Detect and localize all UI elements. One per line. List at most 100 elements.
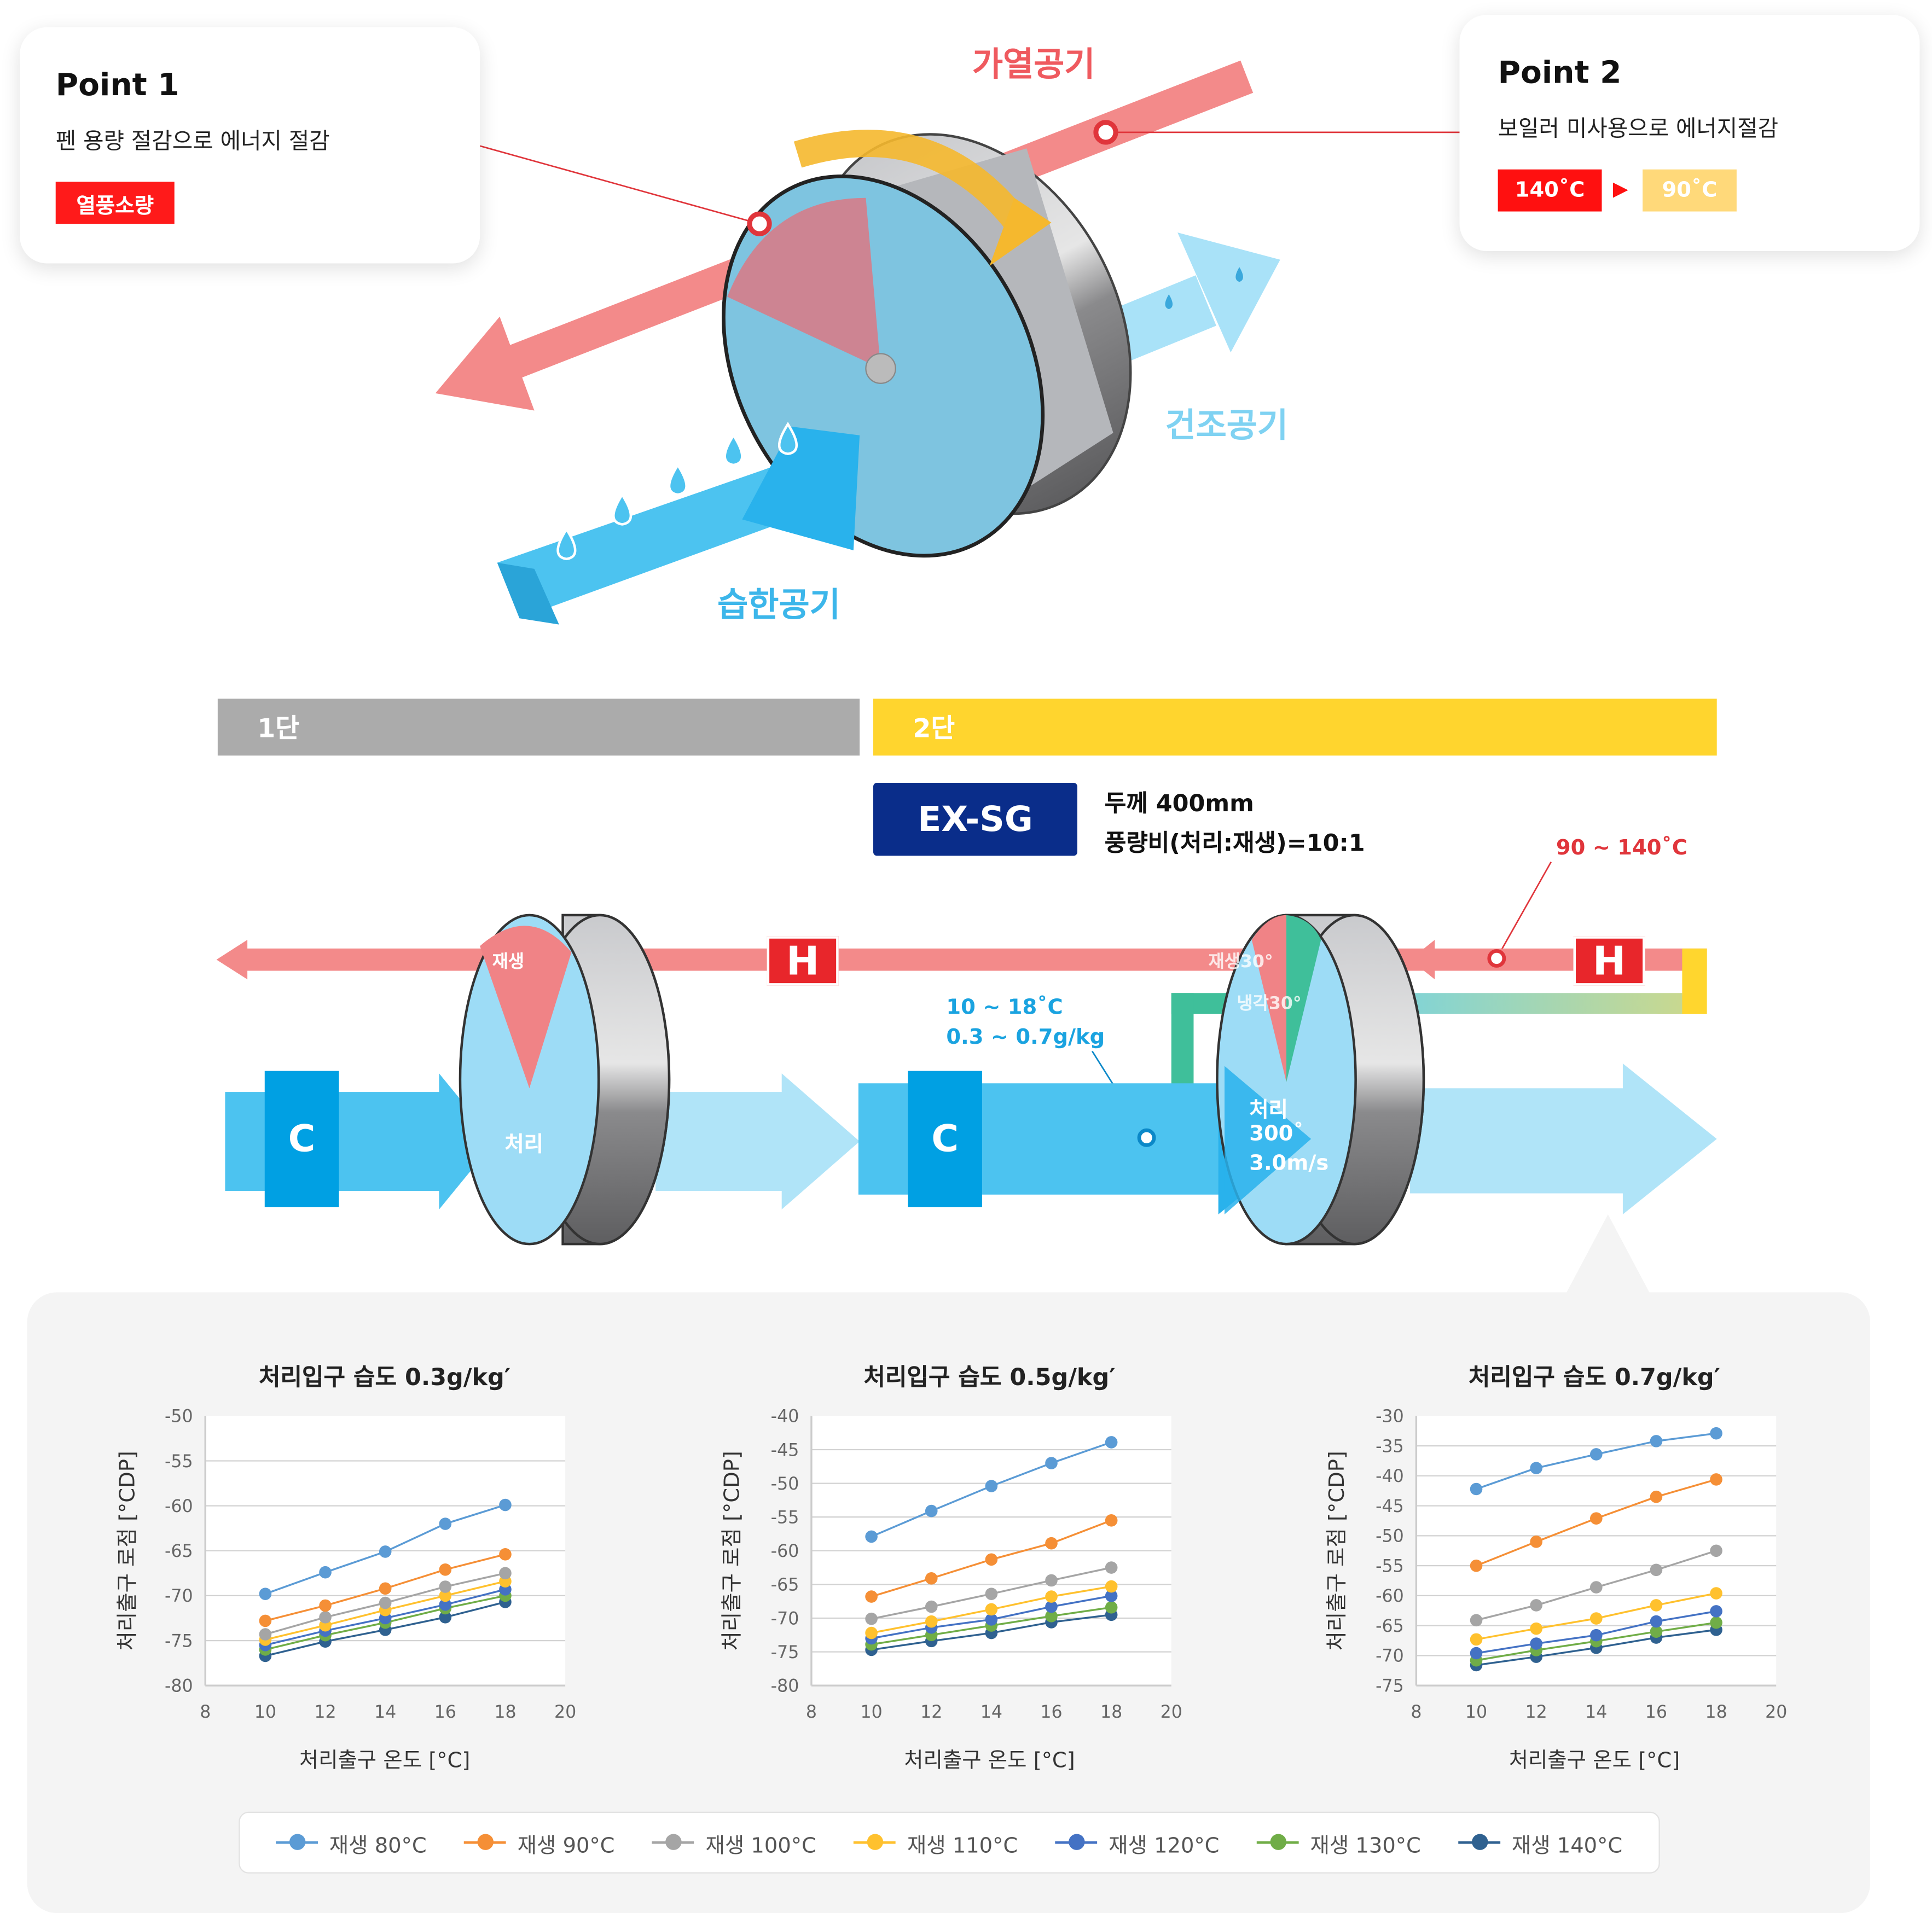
data-point [1045, 1457, 1058, 1469]
chart3-title: 처리입구 습도 0.7g/kg′ [1468, 1364, 1721, 1392]
y-tick-label: -60 [771, 1542, 799, 1561]
data-point [379, 1596, 392, 1609]
humid-air-label: 습한공기 [717, 586, 840, 625]
desiccant-wheel-1 [459, 914, 671, 1246]
legend-label: 재생 140°C [1511, 1833, 1623, 1858]
data-point [865, 1530, 878, 1543]
x-tick-label: 16 [1645, 1702, 1667, 1722]
y-tick-label: -75 [771, 1643, 799, 1662]
data-point [985, 1603, 998, 1616]
data-point [319, 1566, 332, 1579]
data-point [985, 1588, 998, 1600]
desiccant-wheel-2 [1216, 914, 1425, 1246]
data-point [1650, 1435, 1663, 1447]
data-point [1105, 1436, 1118, 1449]
x-tick-label: 8 [200, 1702, 211, 1722]
data-point [1710, 1427, 1722, 1440]
model-badge: EX-SG [873, 782, 1077, 856]
y-tick-label: -80 [771, 1677, 799, 1696]
chart-legend: 재생 80°C 재생 90°C 재생 100°C 재생 110°C 재생 120… [239, 1811, 1660, 1874]
data-point [439, 1589, 452, 1602]
x-tick-label: 18 [1100, 1702, 1122, 1722]
chart1-xlabel: 처리출구 온도 [°C] [299, 1748, 471, 1774]
data-point [1650, 1625, 1663, 1638]
y-tick-label: -55 [771, 1508, 799, 1527]
y-tick-label: -70 [771, 1609, 799, 1629]
data-point [925, 1572, 938, 1585]
data-point [319, 1599, 332, 1612]
point1-badge: 열풍소량 [55, 182, 175, 224]
process-temp-label: 10 ~ 18˚C [946, 995, 1063, 1020]
data-point [259, 1614, 272, 1627]
legend-label: 재생 130°C [1310, 1833, 1421, 1858]
chart3-xlabel: 처리출구 온도 [°C] [1509, 1748, 1680, 1774]
data-point [1105, 1590, 1118, 1602]
airflow-ratio-text: 풍량비(처리:재생)=10:1 [1104, 829, 1365, 857]
y-tick-label: -65 [771, 1575, 799, 1595]
legend-marker [1458, 1834, 1501, 1850]
stage2-label: 2단 [913, 713, 955, 743]
heater-1: H [767, 936, 839, 986]
data-point [1105, 1561, 1118, 1574]
wheel2-regen-label: 재생30° [1208, 952, 1273, 972]
legend-marker [652, 1834, 695, 1850]
y-tick-label: -80 [165, 1677, 193, 1696]
data-point [1650, 1563, 1663, 1577]
legend-marker [464, 1834, 507, 1850]
y-tick-label: -70 [165, 1586, 193, 1606]
wheel2-speed-label: 3.0m/s [1249, 1151, 1329, 1176]
marker-dot [1487, 949, 1506, 968]
heated-air-label: 가열공기 [972, 45, 1095, 84]
legend-item-100: 재생 100°C [652, 1827, 816, 1858]
legend-item-90: 재생 90°C [464, 1827, 615, 1858]
stage1-bar: 1단 [217, 699, 860, 756]
data-point [439, 1563, 452, 1576]
x-tick-label: 20 [1765, 1702, 1787, 1722]
data-point [1710, 1473, 1722, 1486]
wheel2-angle-label: 300˚ [1249, 1121, 1304, 1147]
chart2-ylabel: 처리출구 로점 [°CDP] [720, 1451, 746, 1651]
marker-dot [1137, 1128, 1156, 1147]
data-point [1590, 1581, 1603, 1594]
y-tick-label: -65 [165, 1542, 193, 1561]
data-point [1470, 1559, 1483, 1572]
legend-marker [276, 1834, 318, 1850]
chart2-title: 처리입구 습도 0.5g/kg′ [863, 1364, 1116, 1392]
data-point [1710, 1616, 1722, 1629]
x-tick-label: 20 [1161, 1702, 1182, 1722]
data-point [1710, 1544, 1722, 1557]
data-point [379, 1545, 392, 1558]
y-tick-label: -55 [165, 1452, 193, 1472]
data-point [1710, 1605, 1722, 1618]
data-point [1045, 1574, 1058, 1587]
point1-title: Point 1 [55, 67, 179, 103]
data-point [1105, 1601, 1118, 1614]
data-point [925, 1615, 938, 1628]
data-point [1590, 1612, 1603, 1625]
x-tick-label: 14 [980, 1702, 1002, 1722]
y-tick-label: -50 [771, 1474, 799, 1494]
data-point [1710, 1587, 1722, 1600]
data-point [865, 1612, 878, 1625]
y-tick-label: -50 [1376, 1527, 1404, 1546]
data-point [259, 1588, 272, 1600]
process-humidity-label: 0.3 ~ 0.7g/kg [946, 1025, 1105, 1050]
data-point [499, 1548, 512, 1561]
data-point [1470, 1482, 1483, 1496]
data-point [259, 1628, 272, 1641]
data-point [499, 1498, 512, 1511]
legend-marker [854, 1834, 896, 1850]
data-point [379, 1582, 392, 1595]
data-point [1530, 1637, 1542, 1650]
x-tick-label: 16 [1040, 1702, 1062, 1722]
chart2-xlabel: 처리출구 온도 [°C] [904, 1748, 1075, 1774]
y-tick-label: -60 [1376, 1586, 1404, 1606]
y-tick-label: -70 [1376, 1647, 1404, 1666]
data-point [1470, 1614, 1483, 1627]
data-point [1650, 1599, 1663, 1612]
thickness-text: 두께 400mm [1104, 790, 1254, 818]
x-tick-label: 10 [860, 1702, 882, 1722]
regen-temp-label: 90 ~ 140˚C [1556, 836, 1687, 861]
